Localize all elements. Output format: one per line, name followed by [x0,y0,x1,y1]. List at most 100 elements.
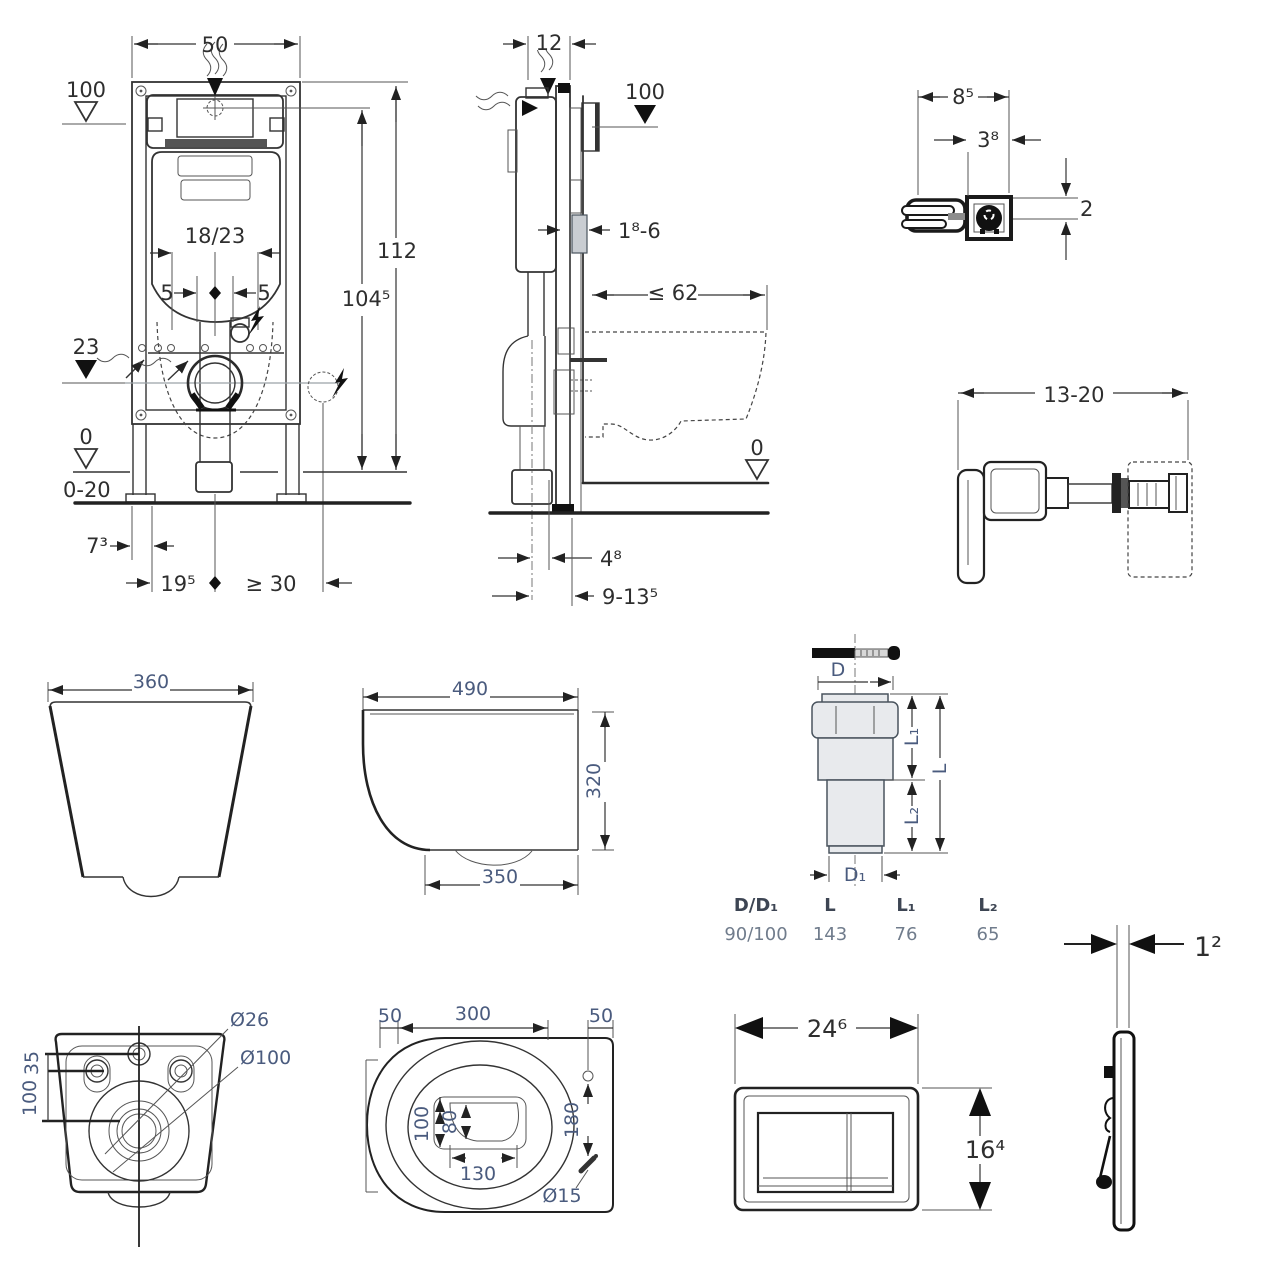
lever-foot [1096,1175,1112,1189]
wall-zone-dashed [1127,461,1193,578]
lever-arm [1098,1135,1112,1179]
air-arrows [96,353,189,381]
clip-tab [1104,1066,1114,1078]
dim-18-23: 18/23 [150,224,280,258]
dim-label-screw-offset: 180 [561,1102,583,1138]
bracket-detail: 8⁵ 3⁸ 2 [901,85,1093,260]
dim-label-dia-bottom: D₁ [844,864,866,886]
dim-5-5: 5 5 [160,281,270,305]
dim-D1: D₁ [810,856,900,886]
dim-label-actuation-height: 104⁵ [342,287,391,311]
level-symbol-open [74,448,98,469]
dim-13-20: 13-20 [957,380,1189,470]
plate-profile [1096,1030,1136,1232]
dim-depth-12: 12 [503,28,596,80]
gasket-hatched [553,369,575,415]
datum-lines [42,1052,139,1123]
table-header-l2: L₂ [978,895,997,916]
flush-plate-side: 1² [1064,925,1222,1232]
dim-depth-max-62: ≤ 62 [592,281,768,330]
wc-outline-dashed [156,321,274,439]
dim-label-bowl-height: 320 [583,763,605,799]
dim-label-len-lower: L₂ [901,807,923,825]
center-mark [209,576,221,590]
dim-L: L [929,696,951,851]
bowl-outline [365,1037,614,1213]
dim-inner-100-80-130: 100 80 130 [411,1097,518,1185]
dim-label-outlet: 9-13⁵ [602,585,658,609]
dim-panel-18-6: 1⁸-6 [538,179,661,254]
fixing-pin [812,646,900,660]
clip-part [901,198,972,233]
plate-body [733,1086,920,1212]
level-symbol-filled [75,360,97,379]
table-header-dd1: D/D₁ [734,895,778,916]
table-header-l1: L₁ [896,895,915,916]
dim-label-bracket-offset: 3⁸ [977,128,999,152]
level-label-100: 100 [625,80,665,104]
dim-label-inner-height2: 80 [439,1110,461,1134]
rail-and-board [555,83,600,514]
bolt-row [138,344,281,352]
mount-square [965,195,1013,241]
frame-side-view: 12 100 1⁸-6 ≤ 62 0 [475,28,770,609]
dim-label-front: 7³ [86,534,108,558]
dim-label-offset-right: 5 [257,281,270,305]
gear-icon [976,205,1002,231]
bowl-rear-view: 35 100 Ø26 Ø100 [19,1009,291,1247]
dimension-table: D/D₁ L L₁ L₂ 90/100 143 76 65 [724,895,999,945]
dim-label-plate-width: 24⁶ [807,1015,847,1043]
dim-246: 24⁶ [734,1014,919,1084]
dim-8-5: 8⁵ [917,85,1010,195]
level-symbol-filled [634,105,656,124]
dim-label-width: 50 [202,33,229,57]
dim-320: 320 [583,711,614,851]
dim-width-50: 50 [131,33,301,78]
level-label-0: 0 [750,436,763,460]
dim-label-height: 112 [377,239,417,263]
table-header-l: L [824,895,835,916]
dim-180-screw: 180 Ø15 [542,1070,598,1207]
floor-range-label: 0-20 [63,478,111,502]
dim-top-50-300-50: 50 300 50 [378,1003,614,1070]
dim-label-vertical: 100 [19,1080,41,1116]
level-0-side: 0 [745,436,769,480]
dim-12-thickness: 1² [1064,925,1222,1028]
dim-label-inner-height: 100 [411,1106,433,1142]
steam-icon [475,37,556,116]
level-label-100: 100 [66,78,106,102]
dim-3-8: 3⁸ [934,128,1041,196]
level-100: 100 [62,78,126,125]
dim-height-112: 112 [302,81,417,470]
dim-height-1045: 104⁵ [342,110,391,470]
cistern-side [502,87,607,512]
flush-buttons [756,1111,895,1194]
dim-label-offset-left: 5 [160,281,173,305]
threaded-rod [1067,483,1113,504]
dim-label-pipe: 4⁸ [600,547,622,571]
dim-L1: L₁ [884,693,948,854]
frame-front-view: 50 100 112 104⁵ 18/23 5 [62,33,417,596]
dim-label-top: 35 [21,1051,43,1075]
level-100-side: 100 [592,80,665,128]
pipe-body [811,693,899,854]
dim-label-bracket-width: 8⁵ [952,85,974,109]
flush-plate-front: 24⁶ 16⁴ [733,1014,1005,1212]
leader-o26: Ø26 [104,1009,269,1155]
wc-outline-dashed [585,331,767,441]
dim-4-8: 4⁸ [498,480,622,571]
dim-label-center: 19⁵ [160,572,195,596]
level-0: 0 0-20 [63,425,111,502]
screw-dia-label: Ø15 [542,1185,581,1207]
cistern [151,151,281,323]
wall-anchor-detail: 13-20 [956,380,1193,585]
left-extent [365,1059,378,1193]
dim-label-dia-top: D [831,659,846,681]
dim-label-edge-right: 50 [589,1005,613,1027]
bowl-outline [48,701,253,898]
dim-19-5: 19⁵ [126,494,221,596]
bowl-front-view: 360 [47,671,254,898]
level-symbol-open [745,459,769,480]
